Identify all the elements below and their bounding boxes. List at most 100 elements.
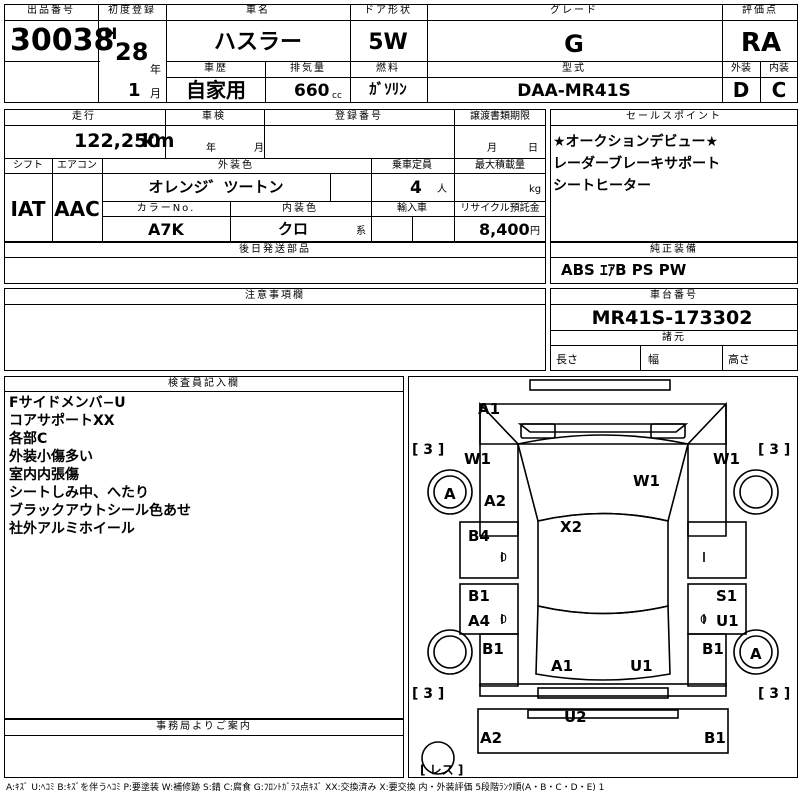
mark-b1-bottom: B1 (704, 729, 726, 747)
inspector-note: ブラックアウトシール色あせ (9, 503, 191, 519)
recycle-deposit-label: リサイクル預託金 (460, 203, 540, 214)
displacement: 660 (294, 81, 330, 101)
damage-diagram-panel (408, 376, 798, 778)
mark-s1: S1 (716, 587, 737, 605)
score-label: 評価点 (742, 5, 778, 16)
mark-w1-left: W1 (464, 450, 491, 468)
sales-point: ★オークションデビュー★ (553, 134, 719, 150)
inspector-note: 室内内張傷 (9, 467, 79, 483)
inspector-notes-list: Fサイドメンバ−U コアサポートXX 各部C 外装小傷多い 室内内張傷 シートし… (9, 394, 191, 538)
tread-rear-left: [ 3 ] (412, 686, 444, 702)
mileage-unit: km (142, 130, 175, 152)
lot-number-label: 出品番号 (27, 5, 75, 16)
genuine-equipment-label: 純正装備 (650, 244, 698, 255)
length-label: 長さ (556, 353, 578, 366)
mark-a-wheel-fl: A (444, 485, 456, 503)
history-label: 車歴 (204, 63, 228, 74)
inspection-label: 車検 (202, 111, 226, 122)
exterior-grade: D (732, 78, 750, 102)
recycle-deposit: 8,400 (479, 220, 530, 239)
lot-number: 30038 (10, 23, 115, 58)
door-type: 5W (368, 30, 408, 55)
displacement-unit: cc (332, 91, 342, 101)
interior-color-unit: 系 (356, 226, 366, 237)
color-number-label: カラーNo. (136, 203, 196, 214)
mileage-label: 走行 (72, 111, 96, 122)
mark-a-wheel-rr: A (750, 645, 762, 663)
mark-x2: X2 (560, 518, 582, 536)
mark-b1-left: B1 (468, 587, 490, 605)
model-code-label: 型式 (562, 63, 586, 74)
caution-panel (4, 288, 546, 371)
tread-rear-right: [ 3 ] (758, 686, 790, 702)
transfer-deadline-label: 譲渡書類期限 (470, 111, 530, 122)
sales-point: レーダーブレーキサポート (553, 156, 721, 172)
interior-grade: C (771, 78, 787, 102)
recycle-deposit-unit: 円 (530, 226, 540, 237)
caution-label: 注意事項欄 (245, 290, 305, 301)
car-name-label: 車名 (246, 5, 270, 16)
specs-label: 諸元 (662, 332, 686, 343)
model-code: DAA-MR41S (517, 81, 631, 101)
tread-front-right: [ 3 ] (758, 442, 790, 458)
reg-month: 1 (128, 80, 141, 101)
spare-tire: [ レス ] (420, 763, 463, 777)
grade-label: グレード (550, 5, 598, 16)
width-label: 幅 (648, 353, 659, 366)
fuel-label: 燃料 (376, 63, 400, 74)
damage-legend: A:ｷｽﾞ U:ﾍｺﾐ B:ｷｽﾞを伴うﾍｺﾐ P:要塗装 W:補修跡 S:錆 … (6, 783, 605, 793)
later-parts-panel (4, 242, 546, 284)
inspector-note: コアサポートXX (9, 413, 115, 429)
capacity: 4 (410, 178, 422, 198)
genuine-equipment: ABS ｴｱB PS PW (561, 261, 687, 279)
transfer-month-unit: 月 (487, 143, 497, 154)
mark-u1-right: U1 (716, 612, 739, 630)
inspection-month-unit: 月 (254, 143, 264, 154)
mark-w1-right: W1 (713, 450, 740, 468)
chassis-panel (550, 288, 798, 371)
mark-a2-bottom: A2 (480, 729, 502, 747)
fuel: ｶﾞｿﾘﾝ (369, 80, 407, 98)
aircon-label: エアコン (57, 160, 97, 171)
mark-u2: U2 (564, 708, 587, 726)
inspector-note: 社外アルミホイール (9, 521, 135, 537)
color-number: A7K (148, 220, 184, 239)
score: RA (740, 28, 782, 58)
mark-a2-front: A2 (484, 492, 506, 510)
car-name: ハスラー (213, 30, 303, 55)
year-unit: 年 (150, 63, 161, 76)
vehicle-info-panel (4, 109, 546, 242)
sales-points-panel (550, 109, 798, 242)
door-label: ドア形状 (364, 5, 412, 16)
first-registration-label: 初度登録 (108, 5, 156, 16)
mark-a1-rear: A1 (551, 657, 573, 675)
inspector-notes-label: 検査員記入欄 (168, 378, 240, 389)
tread-front-left: [ 3 ] (412, 442, 444, 458)
mark-b1-rear-right: B1 (702, 640, 724, 658)
interior-color-label: 内装色 (282, 203, 318, 214)
shift-label: シフト (13, 160, 43, 171)
chassis-number-label: 車台番号 (650, 290, 698, 301)
max-load-unit: kg (529, 184, 542, 195)
car-damage-diagram: A1 W1 W1 W1 A A2 X2 B4 B1 A4 S1 U1 B1 B1… (412, 379, 790, 777)
mark-a4: A4 (468, 612, 490, 630)
shift: IAT (10, 197, 46, 221)
inspector-note: Fサイドメンバ−U (9, 395, 126, 411)
interior-grade-label: 内装 (769, 63, 789, 74)
mark-w1-roof: W1 (633, 472, 660, 490)
mark-zero-left-2: 0 (500, 613, 507, 626)
mark-b4: B4 (468, 527, 490, 545)
inspector-note: シートしみ中、へたり (9, 485, 149, 501)
mileage: 122,250 (74, 130, 161, 152)
interior-color: クロ (277, 220, 309, 238)
grade: G (564, 30, 584, 58)
exterior-grade-label: 外装 (731, 63, 751, 74)
office-notice-panel (4, 719, 404, 778)
mark-zero-right: 0 (700, 613, 707, 626)
inspector-note: 外装小傷多い (9, 449, 93, 465)
aircon: AAC (54, 197, 100, 221)
later-parts-label: 後日発送部品 (239, 244, 311, 255)
exterior-color-label: 外装色 (218, 160, 254, 171)
capacity-label: 乗車定員 (392, 160, 432, 171)
transfer-day-unit: 日 (528, 143, 538, 154)
